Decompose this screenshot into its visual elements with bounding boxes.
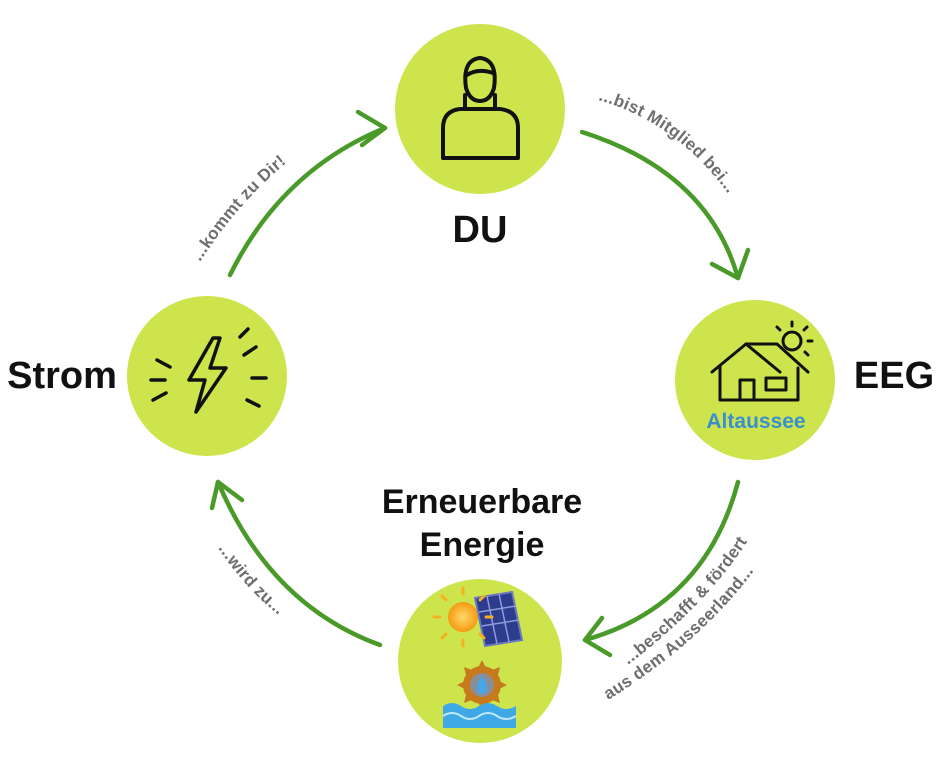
eeg-place-label: Altaussee xyxy=(706,410,805,433)
node-eeg: Altaussee EEG xyxy=(675,300,934,460)
node-energie: Erneuerbare Energie xyxy=(382,483,582,743)
node-energie-label-line2: Energie xyxy=(420,526,545,564)
water-wheel-icon xyxy=(457,660,507,710)
arc-text-beschafft-line2: aus dem Ausseerland... xyxy=(600,562,757,704)
node-energie-circle xyxy=(398,579,562,743)
house-sun-icon xyxy=(710,320,814,402)
node-energie-label-line1: Erneuerbare xyxy=(382,483,582,521)
node-du: DU xyxy=(395,24,565,251)
renewables-icon xyxy=(432,586,524,728)
node-strom: Strom xyxy=(7,296,287,456)
arrow-du-to-eeg xyxy=(579,129,741,281)
arrow-head-eeg xyxy=(709,247,751,281)
node-eeg-label: EEG xyxy=(854,355,934,397)
cycle-arrows xyxy=(209,109,751,658)
water-waves-icon xyxy=(442,703,517,728)
arrow-head-du xyxy=(355,109,388,148)
node-strom-circle xyxy=(127,296,287,456)
arrow-head-energie xyxy=(582,615,613,658)
arrow-energie-to-strom xyxy=(215,479,383,648)
person-icon xyxy=(441,56,520,160)
sun-icon xyxy=(432,586,494,648)
node-strom-label: Strom xyxy=(7,355,117,397)
lightning-icon xyxy=(149,327,268,414)
arrow-head-strom xyxy=(209,479,245,511)
arrow-strom-to-du xyxy=(227,125,388,278)
node-du-label: DU xyxy=(453,209,508,251)
arc-text-bist-mitglied: ...bist Mitglied bei... xyxy=(597,86,740,197)
solar-panel-icon xyxy=(473,590,524,648)
arrow-eeg-to-energie xyxy=(582,479,741,643)
